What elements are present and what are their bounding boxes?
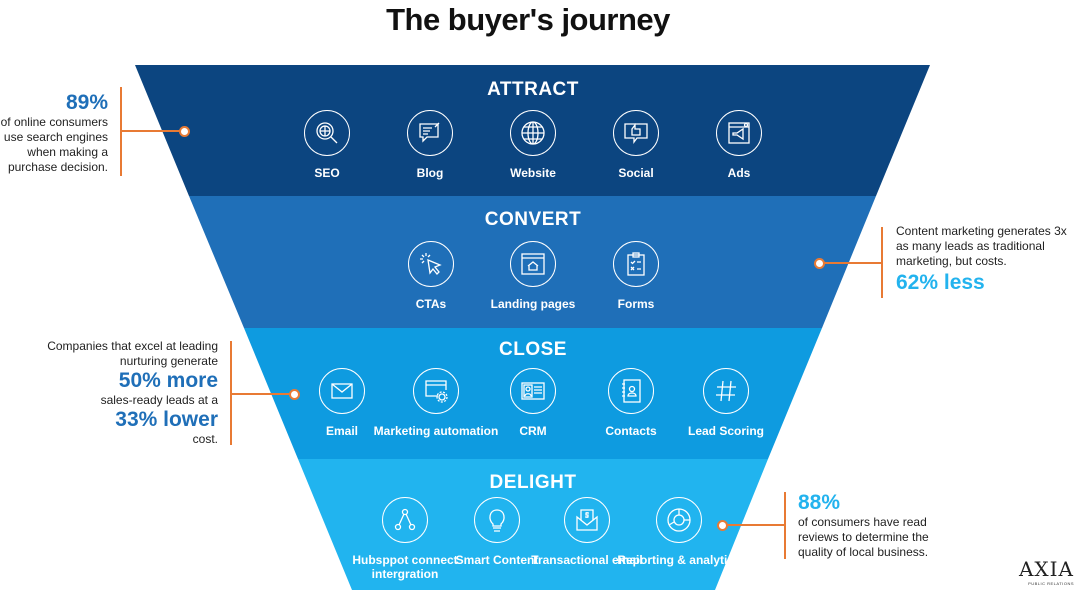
- social-thumbs-icon: [613, 110, 659, 156]
- id-card-icon: [510, 368, 556, 414]
- logo-name: AXIA: [1018, 557, 1074, 581]
- note-delight: 88% of consumers have read reviews to de…: [798, 491, 958, 560]
- item-ads: Ads: [674, 110, 804, 180]
- note-close-text: Companies that excel at leading nurturin…: [47, 339, 218, 368]
- item-website: Website: [468, 110, 598, 180]
- dollar-envelope-icon: [564, 497, 610, 543]
- page-title: The buyer's journey: [386, 2, 670, 37]
- item-ctas: CTAs: [366, 241, 496, 311]
- connector-dot: [179, 126, 190, 137]
- stat-62-less: 62% less: [896, 271, 985, 294]
- axia-logo: AXIA PUBLIC RELATIONS: [1019, 557, 1074, 586]
- item-contacts: Contacts: [566, 368, 696, 438]
- landing-page-icon: [510, 241, 556, 287]
- contact-book-icon: [608, 368, 654, 414]
- item-reporting-analytics: Reporting & analytics: [614, 497, 744, 567]
- connector-line: [820, 262, 882, 264]
- item-landing-pages: Landing pages: [468, 241, 598, 311]
- note-close-text: sales-ready leads at a: [100, 393, 218, 407]
- item-blog: Blog: [365, 110, 495, 180]
- stat-88: 88%: [798, 491, 841, 514]
- hashtag-icon: [703, 368, 749, 414]
- stage-title-delight: DELIGHT: [489, 472, 577, 493]
- note-attract: 89% of online consumers use search engin…: [0, 91, 108, 175]
- note-convert: Content marketing generates 3x as many l…: [896, 224, 1078, 295]
- stage-title-close: CLOSE: [499, 339, 567, 360]
- stage-title-attract: ATTRACT: [487, 79, 579, 100]
- connector-dot: [717, 520, 728, 531]
- connector-line: [722, 524, 784, 526]
- band-delight: [298, 459, 768, 590]
- stage-title-convert: CONVERT: [484, 209, 582, 230]
- item-transactional-email: Transactional email: [522, 497, 652, 567]
- item-smart-content: Smart Content: [432, 497, 562, 567]
- clipboard-form-icon: [613, 241, 659, 287]
- note-close-text: cost.: [192, 432, 218, 446]
- donut-chart-icon: [656, 497, 702, 543]
- item-social: Social: [571, 110, 701, 180]
- connector-line: [120, 87, 122, 176]
- connector-dot: [814, 258, 825, 269]
- connect-nodes-icon: [382, 497, 428, 543]
- logo-sub: PUBLIC RELATIONS: [1028, 581, 1074, 586]
- connector-line: [120, 130, 182, 132]
- connector-line: [230, 393, 292, 395]
- blog-speech-icon: [407, 110, 453, 156]
- magnifier-globe-icon: [304, 110, 350, 156]
- connector-dot: [289, 389, 300, 400]
- stat-33-lower: 33% lower: [115, 408, 218, 431]
- envelope-icon: [319, 368, 365, 414]
- item-email: Email: [277, 368, 407, 438]
- item-lead-scoring: Lead Scoring: [661, 368, 791, 438]
- stat-50-more: 50% more: [118, 369, 218, 392]
- item-hubspot-connect: Hubsppot connect intergration: [340, 497, 470, 581]
- megaphone-ad-icon: [716, 110, 762, 156]
- cursor-click-icon: [408, 241, 454, 287]
- note-convert-text: Content marketing generates 3x as many l…: [896, 224, 1067, 268]
- stat-89: 89%: [65, 91, 108, 114]
- note-attract-text: of online consumers use search engines w…: [0, 115, 108, 174]
- window-gear-icon: [413, 368, 459, 414]
- note-close: Companies that excel at leading nurturin…: [40, 339, 218, 447]
- lightbulb-icon: [474, 497, 520, 543]
- item-marketing-automation: Marketing automation: [371, 368, 501, 438]
- note-delight-text: of consumers have read reviews to determ…: [798, 515, 929, 559]
- connector-line: [784, 492, 786, 559]
- globe-icon: [510, 110, 556, 156]
- item-crm: CRM: [468, 368, 598, 438]
- item-forms: Forms: [571, 241, 701, 311]
- item-seo: SEO: [262, 110, 392, 180]
